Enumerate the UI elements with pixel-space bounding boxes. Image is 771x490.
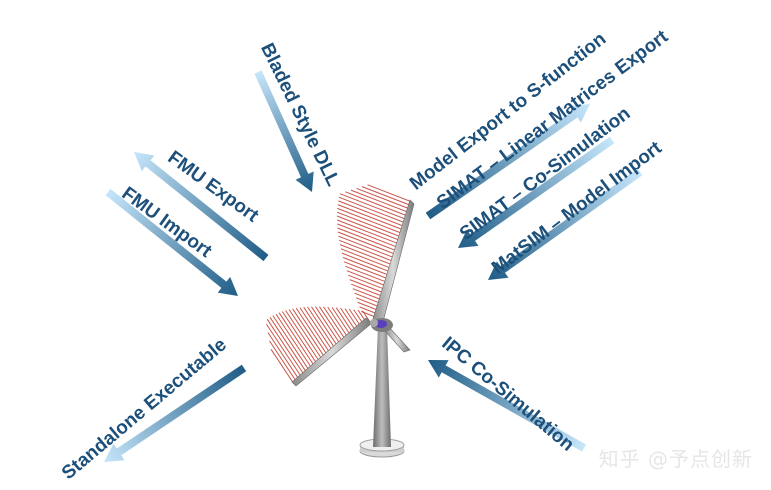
load-line bbox=[361, 186, 412, 206]
load-line bbox=[349, 279, 386, 294]
load-line bbox=[341, 252, 392, 273]
turbine-blade-lower bbox=[291, 317, 373, 387]
load-line bbox=[342, 257, 391, 277]
load-line bbox=[275, 313, 313, 370]
load-line bbox=[336, 215, 401, 242]
load-line bbox=[288, 309, 324, 361]
load-line bbox=[270, 348, 295, 385]
load-line bbox=[351, 283, 385, 298]
load-line bbox=[338, 235, 396, 259]
load-line bbox=[337, 211, 402, 238]
load-line bbox=[352, 288, 384, 301]
load-line bbox=[339, 239, 395, 263]
load-line bbox=[337, 227, 398, 252]
load-line bbox=[356, 187, 411, 210]
load-line bbox=[285, 310, 321, 363]
load-line bbox=[339, 244, 394, 266]
load-line bbox=[295, 307, 329, 357]
load-line bbox=[348, 274, 387, 291]
load-line bbox=[343, 261, 390, 280]
load-line bbox=[354, 292, 383, 305]
load-line bbox=[267, 332, 300, 380]
load-line bbox=[338, 200, 405, 228]
lower-blade-load-lines bbox=[265, 306, 371, 385]
arrow-model-export bbox=[425, 104, 590, 220]
load-line bbox=[319, 306, 345, 344]
load-line bbox=[266, 318, 305, 376]
load-line bbox=[337, 207, 403, 235]
arrow-matsim-import bbox=[488, 168, 643, 280]
load-line bbox=[337, 231, 397, 256]
load-line bbox=[303, 306, 334, 353]
load-line bbox=[292, 308, 326, 359]
turbine-base bbox=[359, 438, 405, 458]
watermark: 知乎 @予点创新 bbox=[598, 447, 753, 471]
arrow-fmu-import bbox=[105, 188, 238, 296]
load-line bbox=[336, 219, 400, 245]
load-line bbox=[323, 306, 347, 342]
load-line bbox=[265, 323, 303, 378]
arrow-simat-cosim bbox=[458, 136, 615, 248]
load-line bbox=[281, 311, 319, 366]
arrow-ipc-cosim bbox=[428, 360, 586, 452]
load-line bbox=[307, 306, 337, 351]
load-line bbox=[339, 193, 407, 221]
load-line bbox=[337, 223, 399, 249]
load-line bbox=[331, 307, 353, 338]
load-line bbox=[350, 189, 410, 213]
load-line bbox=[311, 306, 340, 348]
arrow-standalone-executable bbox=[104, 364, 247, 462]
load-line bbox=[335, 307, 355, 336]
load-line bbox=[327, 306, 350, 340]
load-line bbox=[340, 248, 393, 270]
load-line bbox=[338, 196, 406, 224]
load-line bbox=[269, 317, 308, 374]
load-line bbox=[345, 265, 389, 284]
load-line bbox=[299, 307, 332, 355]
load-line bbox=[345, 191, 409, 217]
turbine-nacelle bbox=[370, 318, 393, 332]
load-line bbox=[272, 315, 311, 372]
load-line bbox=[337, 204, 404, 231]
load-line bbox=[269, 340, 298, 383]
load-line bbox=[315, 306, 342, 346]
load-line bbox=[346, 270, 388, 287]
arrow-fmu-export bbox=[134, 152, 269, 262]
load-line bbox=[367, 184, 413, 203]
turbine-tower bbox=[373, 326, 391, 447]
arrow-bladed-style-dll bbox=[254, 70, 314, 192]
upper-blade-load-lines bbox=[336, 184, 413, 319]
load-line bbox=[278, 312, 316, 368]
